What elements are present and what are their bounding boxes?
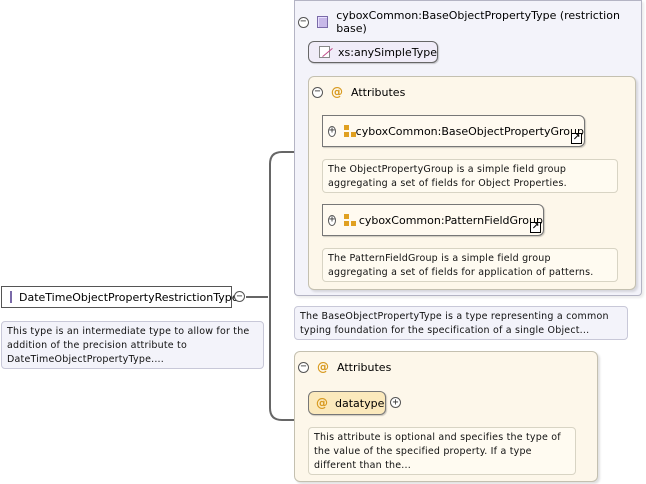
link-icon[interactable]: ↗ <box>571 133 582 144</box>
datatype-attribute-name: datatype <box>335 396 385 410</box>
base-attributes-label: Attributes <box>351 85 406 99</box>
root-type-doc: This type is an intermediate type to all… <box>1 321 264 369</box>
restriction-base-header: − cyboxCommon:BaseObjectPropertyType (re… <box>298 9 641 35</box>
attribute-group-name: cyboxCommon:PatternFieldGroup <box>358 213 543 227</box>
base-attributes-header: − @ Attributes <box>312 85 405 99</box>
attribute-group-name: cyboxCommon:BaseObjectPropertyGroup <box>355 124 584 138</box>
attribute-group-box[interactable]: + cyboxCommon:PatternFieldGroup ↗ <box>322 204 544 236</box>
restriction-base-title[interactable]: cyboxCommon:BaseObjectPropertyType (rest… <box>336 9 620 35</box>
attribute-icon: @ <box>316 396 328 410</box>
expand-icon[interactable]: + <box>390 397 401 408</box>
complex-type-icon <box>10 291 12 303</box>
attribute-icon: @ <box>317 360 329 374</box>
attribute-group-icon <box>344 124 357 138</box>
collapse-icon[interactable]: − <box>298 16 309 28</box>
expand-icon[interactable]: + <box>328 214 337 226</box>
attribute-icon: @ <box>331 85 343 99</box>
collapse-icon[interactable]: − <box>312 86 323 98</box>
root-type-box[interactable]: DateTimeObjectPropertyRestrictionType <box>1 286 239 308</box>
complex-type-icon <box>316 16 329 28</box>
attribute-group-doc: The ObjectPropertyGroup is a simple fiel… <box>322 159 618 193</box>
simple-type-icon <box>319 46 330 58</box>
simple-type-pill[interactable]: xs:anySimpleType <box>308 41 438 63</box>
attributes-box: − @ Attributes @ datatype + This attribu… <box>294 351 598 482</box>
base-attributes-box: − @ Attributes + cyboxCommon:BaseObjectP… <box>308 76 636 290</box>
simple-type-name: xs:anySimpleType <box>338 45 437 59</box>
base-type-doc: The BaseObjectPropertyType is a type rep… <box>294 306 628 340</box>
datatype-attribute-doc: This attribute is optional and specifies… <box>308 427 576 475</box>
collapse-icon[interactable]: − <box>234 291 245 302</box>
datatype-attribute[interactable]: @ datatype <box>308 391 386 415</box>
expand-icon[interactable]: + <box>328 125 337 137</box>
attribute-group-doc: The PatternFieldGroup is a simple field … <box>322 248 618 282</box>
link-icon[interactable]: ↗ <box>530 222 541 233</box>
root-type-name: DateTimeObjectPropertyRestrictionType <box>19 290 239 304</box>
attribute-group-icon <box>344 213 357 227</box>
attributes-label: Attributes <box>337 360 392 374</box>
attributes-header: − @ Attributes <box>298 360 391 374</box>
attribute-group-box[interactable]: + cyboxCommon:BaseObjectPropertyGroup ↗ <box>322 115 585 147</box>
restriction-base-container: − cyboxCommon:BaseObjectPropertyType (re… <box>294 0 642 296</box>
collapse-icon[interactable]: − <box>298 361 309 373</box>
